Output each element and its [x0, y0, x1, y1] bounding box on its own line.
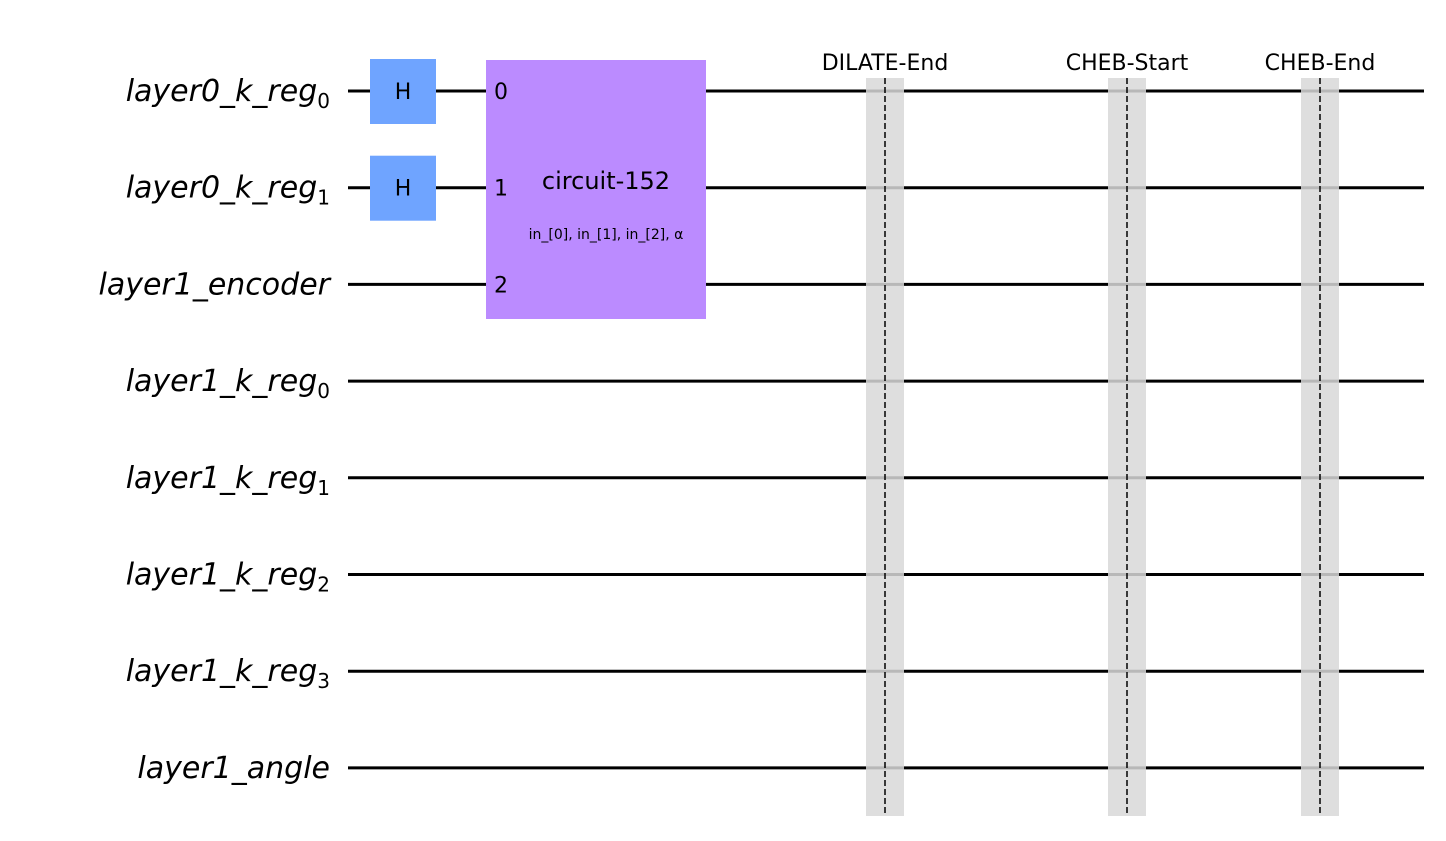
circuit-152-port-label: 1	[494, 177, 508, 202]
circuit-152-block: circuit-152 in_[0], in_[1], in_[2], α 0 1 2	[486, 60, 706, 319]
barriers: DILATE-End CHEB-Start CHEB-End	[822, 51, 1376, 816]
qubit-label-index: 1	[317, 186, 330, 210]
qubit-label-name: layer1_k_reg	[126, 461, 318, 496]
h-gate-box	[370, 59, 436, 124]
barrier: CHEB-Start	[1066, 51, 1189, 816]
qubit-label-name: layer1_angle	[137, 751, 330, 786]
qubit-label-name: layer1_k_reg	[126, 364, 318, 399]
circuit-152-box	[486, 60, 706, 319]
circuit-152-params: in_[0], in_[1], in_[2], α	[529, 227, 684, 243]
qubit-label-index: 3	[317, 669, 330, 693]
barrier: CHEB-End	[1265, 51, 1376, 816]
h-gate-label: H	[395, 177, 412, 202]
h-gate: H	[370, 155, 436, 221]
qubit-label-name: layer0_k_reg	[126, 171, 318, 206]
qubit-label: layer1_angle	[137, 751, 330, 786]
qubit-label: layer1_k_reg3	[126, 654, 330, 693]
h-gate-box	[370, 155, 436, 221]
qubit-label-name: layer1_k_reg	[126, 654, 318, 689]
qubit-labels: layer0_k_reg0layer0_k_reg1layer1_encoder…	[98, 74, 331, 786]
qubit-label: layer0_k_reg0	[126, 74, 330, 113]
qubit-label: layer1_encoder	[98, 267, 331, 302]
h-gate: H	[370, 59, 436, 124]
qubit-label: layer1_k_reg2	[126, 558, 330, 597]
qubit-label-index: 0	[317, 379, 330, 403]
barrier-label: CHEB-End	[1265, 51, 1376, 76]
qubit-label-name: layer0_k_reg	[126, 74, 318, 109]
qubit-label-name: layer1_encoder	[98, 267, 331, 302]
h-gate-label: H	[395, 80, 412, 105]
circuit-152-port-label: 0	[494, 80, 508, 105]
qubit-label-index: 0	[317, 89, 330, 113]
qubit-label: layer1_k_reg1	[126, 461, 330, 500]
qubit-label: layer0_k_reg1	[126, 171, 330, 210]
barrier: DILATE-End	[822, 51, 949, 816]
barrier-label: CHEB-Start	[1066, 51, 1189, 76]
barrier-label: DILATE-End	[822, 51, 949, 76]
circuit-152-title: circuit-152	[542, 167, 670, 195]
circuit-152-port-label: 2	[494, 273, 508, 298]
gates: HH	[370, 59, 436, 221]
qubit-label-name: layer1_k_reg	[126, 558, 318, 593]
qubit-label-index: 2	[317, 573, 330, 597]
qubit-label-index: 1	[317, 476, 330, 500]
qubit-label: layer1_k_reg0	[126, 364, 330, 403]
